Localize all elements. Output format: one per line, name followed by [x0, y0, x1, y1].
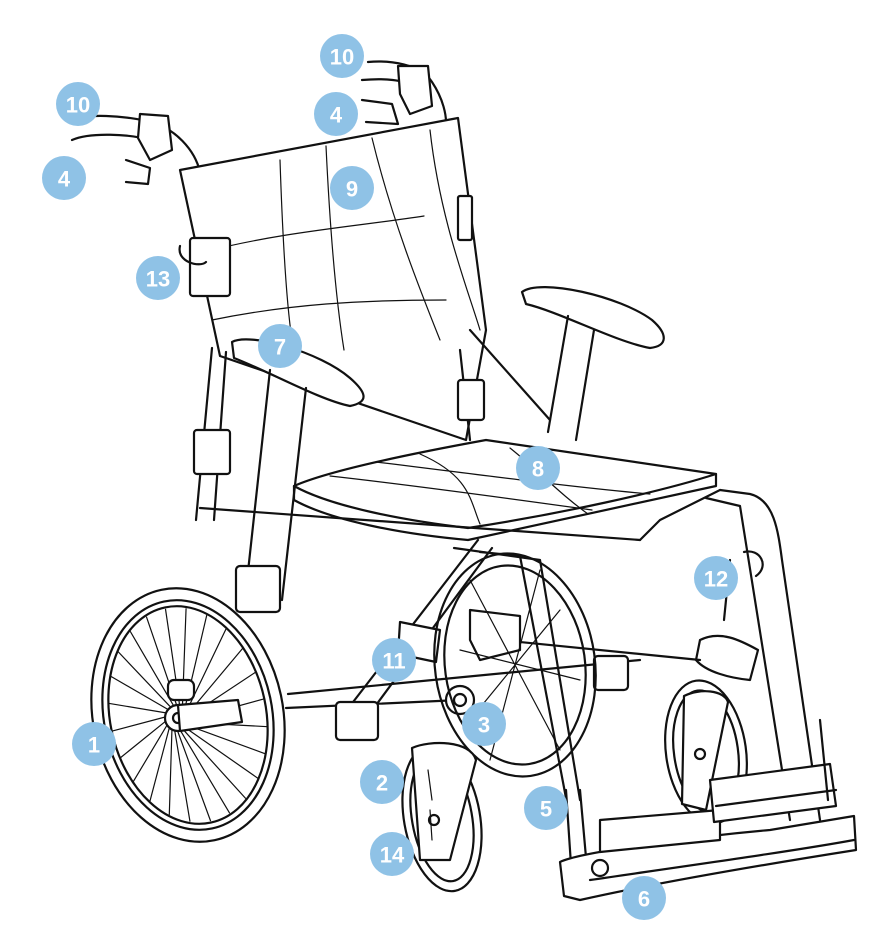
callout-12: 12: [694, 556, 738, 600]
callout-label: 10: [330, 45, 354, 70]
wheel-spoke: [181, 724, 259, 779]
wheel-spoke: [117, 651, 175, 712]
callout-label: 10: [66, 93, 90, 118]
callout-5: 5: [524, 786, 568, 830]
wheel-spoke: [132, 719, 171, 783]
callout-label: 13: [146, 267, 170, 292]
wheel-spoke: [107, 702, 172, 715]
seat: [292, 438, 718, 542]
callout-label: 2: [376, 771, 388, 796]
callout-label: 14: [380, 843, 405, 868]
callout-label: 4: [330, 103, 343, 128]
wheel-spoke: [177, 725, 231, 814]
callout-7: 7: [258, 324, 302, 368]
wheel-spoke: [111, 715, 171, 732]
wheel-spoke: [119, 717, 171, 759]
callout-13: 13: [136, 256, 180, 300]
callout-3: 3: [462, 702, 506, 746]
callout-11: 11: [372, 638, 416, 682]
callout-label: 3: [478, 713, 490, 738]
hidden-rear-wheel: [433, 552, 597, 778]
callout-6: 6: [622, 876, 666, 920]
callout-label: 7: [274, 335, 286, 360]
callout-label: 11: [382, 649, 405, 674]
callout-label: 4: [58, 167, 71, 192]
wheel-spoke: [173, 724, 191, 822]
callout-label: 1: [88, 733, 100, 758]
wheel-spoke: [175, 725, 212, 822]
wheel-spoke: [149, 721, 172, 802]
frame: [198, 488, 822, 822]
callout-10-right: 10: [320, 34, 364, 78]
wheel-spoke: [168, 722, 173, 816]
callout-label: 5: [540, 797, 552, 822]
callout-label: 12: [704, 567, 728, 592]
callout-8: 8: [516, 446, 560, 490]
wheel-spoke: [184, 628, 227, 715]
front-caster-left: [401, 742, 483, 893]
callout-1: 1: [72, 722, 116, 766]
callout-4-left: 4: [42, 156, 86, 200]
callout-9: 9: [330, 166, 374, 210]
wheel-spoke: [179, 725, 247, 799]
callout-label: 6: [638, 887, 650, 912]
callout-14: 14: [370, 832, 414, 876]
wheel-spoke: [110, 675, 174, 713]
callout-label: 9: [346, 177, 358, 202]
callout-label: 8: [532, 457, 544, 482]
callout-10-left: 10: [56, 82, 100, 126]
callout-4-right: 4: [314, 92, 358, 136]
rear-wheel: [90, 587, 286, 843]
callout-2: 2: [360, 760, 404, 804]
